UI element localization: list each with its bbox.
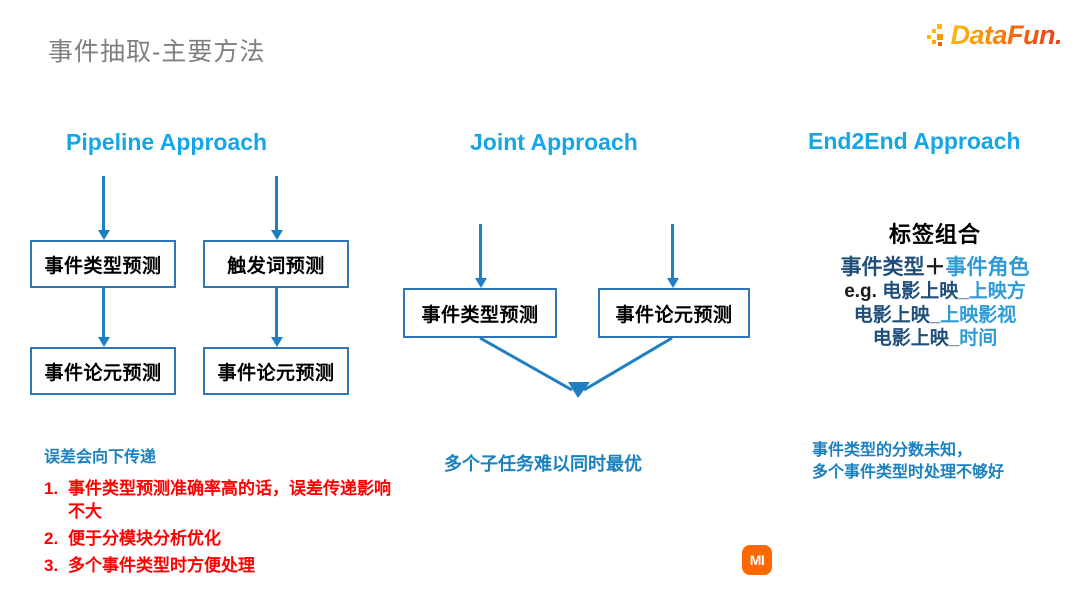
arrow-event-type-to-argument: [102, 288, 105, 338]
list-item-number: 1.: [44, 479, 59, 498]
list-item-number: 3.: [44, 555, 59, 575]
list-item-text: 多个事件类型时方便处理: [68, 555, 255, 575]
flow-box-pipeline-event-type[interactable]: 事件类型预测: [30, 240, 176, 288]
list-item: 3. 多个事件类型时方便处理: [44, 555, 394, 578]
example-event: 电影上映: [882, 281, 959, 303]
pipeline-advantages-list: 1. 事件类型预测准确率高的话，误差传递影响不大 2. 便于分模块分析优化 3.…: [44, 478, 394, 582]
xiaomi-mi-icon: MI: [742, 545, 772, 575]
example-separator: _: [948, 327, 960, 349]
xiaomi-label: MI: [749, 552, 765, 568]
arrow-into-joint-argument-box: [671, 224, 674, 279]
end2end-formula: 事件类型＋事件角色: [795, 255, 1075, 281]
end2end-example-2: 电影上映_上映影视: [795, 304, 1075, 327]
formula-left-term: 事件类型: [840, 255, 925, 279]
note-end2end-line-1: 事件类型的分数未知，: [812, 442, 973, 459]
datafun-logo: DataFun.: [927, 18, 1062, 52]
example-event: 电影上映: [853, 304, 930, 326]
example-role: 上映影视: [940, 304, 1017, 326]
formula-operator: ＋: [924, 255, 946, 279]
page-title: 事件抽取-主要方法: [48, 38, 266, 66]
note-joint-approach: 多个子任务难以同时最优: [444, 454, 642, 474]
list-item-number: 2.: [44, 528, 59, 548]
note-end2end-line-2: 多个事件类型时处理不够好: [812, 463, 1005, 481]
flow-box-pipeline-argument-right[interactable]: 事件论元预测: [203, 347, 349, 395]
example-separator: _: [929, 304, 941, 326]
datafun-dots-icon: [927, 24, 944, 46]
flow-box-pipeline-trigger-word[interactable]: 触发词预测: [203, 240, 349, 288]
list-item-text: 事件类型预测准确率高的话，误差传递影响不大: [68, 479, 391, 521]
arrow-into-joint-event-type-box: [479, 224, 482, 279]
note-pipeline-heading: 误差会向下传递: [44, 449, 157, 466]
note-end2end-approach: 事件类型的分数未知， 多个事件类型时处理不够好: [812, 440, 1004, 483]
arrow-into-event-type-box: [102, 176, 105, 231]
list-item: 1. 事件类型预测准确率高的话，误差传递影响不大: [44, 478, 394, 524]
joint-converging-arrows: [479, 336, 673, 398]
end2end-title: 标签组合: [888, 222, 981, 247]
list-item: 2. 便于分模块分析优化: [44, 528, 394, 551]
brand-name: DataFun.: [950, 19, 1062, 50]
list-item-text: 便于分模块分析优化: [68, 528, 221, 548]
formula-right-term: 事件角色: [945, 255, 1030, 279]
example-prefix: e.g.: [844, 281, 883, 303]
heading-end2end-approach: End2End Approach: [808, 128, 1021, 154]
heading-joint-approach: Joint Approach: [470, 129, 638, 155]
example-separator: _: [958, 281, 969, 303]
flow-box-joint-argument[interactable]: 事件论元预测: [598, 288, 750, 338]
arrow-trigger-word-to-argument: [275, 288, 278, 338]
example-role: 上映方: [968, 281, 1026, 303]
arrow-into-trigger-word-box: [275, 176, 278, 231]
heading-pipeline-approach: Pipeline Approach: [66, 129, 268, 155]
flow-box-joint-event-type[interactable]: 事件类型预测: [403, 288, 557, 338]
end2end-example-3: 电影上映_时间: [795, 327, 1075, 350]
flow-box-pipeline-argument-left[interactable]: 事件论元预测: [30, 347, 176, 395]
end2end-content: 标签组合 事件类型＋事件角色 e.g. 电影上映_上映方 电影上映_上映影视 电…: [795, 222, 1075, 350]
example-event: 电影上映: [872, 327, 949, 349]
example-role: 时间: [959, 327, 998, 349]
end2end-example-1: e.g. 电影上映_上映方: [795, 280, 1075, 303]
